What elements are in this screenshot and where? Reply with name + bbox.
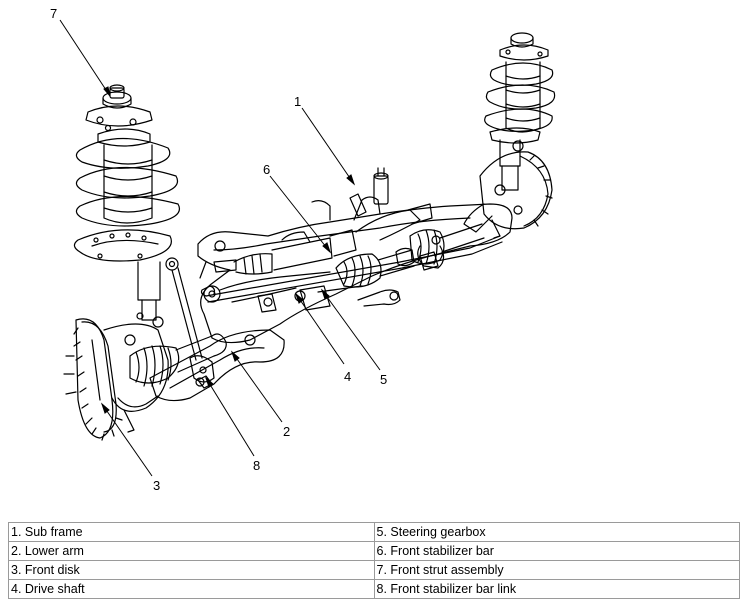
legend-item-front-stabilizer-bar-link: 8. Front stabilizer bar link xyxy=(373,579,740,599)
parts-legend-table: 1. Sub frame 5. Steering gearbox 2. Lowe… xyxy=(8,522,740,599)
legend-row: 3. Front disk 7. Front strut assembly xyxy=(8,560,740,580)
leader-line-3 xyxy=(101,403,153,477)
front-stabilizer-bar xyxy=(200,193,503,313)
left-stabilizer-link xyxy=(171,267,215,383)
leader-arrow-3 xyxy=(100,402,110,414)
left-front-disk xyxy=(63,312,169,441)
legend-row: 1. Sub frame 5. Steering gearbox xyxy=(8,522,740,542)
legend-item-front-strut-assembly: 7. Front strut assembly xyxy=(373,560,740,580)
legend-item-steering-gearbox: 5. Steering gearbox xyxy=(373,522,740,542)
legend-item-front-disk: 3. Front disk xyxy=(8,560,375,580)
callout-3: 3 xyxy=(153,478,160,493)
callout-7: 7 xyxy=(50,6,57,21)
leader-line-8 xyxy=(205,377,255,457)
callout-4: 4 xyxy=(344,369,351,384)
callout-8: 8 xyxy=(253,458,260,473)
legend-row: 2. Lower arm 6. Front stabilizer bar xyxy=(8,541,740,561)
left-strut-assembly xyxy=(73,84,180,321)
leader-arrow-1 xyxy=(346,174,356,186)
callout-1: 1 xyxy=(294,94,301,109)
leader-arrow-2 xyxy=(230,350,240,362)
left-lower-arm xyxy=(149,329,285,402)
legend-row: 4. Drive shaft 8. Front stabilizer bar l… xyxy=(8,579,740,599)
leader-arrow-4 xyxy=(294,292,304,304)
legend-item-front-stabilizer-bar: 6. Front stabilizer bar xyxy=(373,541,740,561)
leader-arrow-7 xyxy=(103,86,111,97)
callout-6: 6 xyxy=(263,162,270,177)
leader-arrow-8 xyxy=(204,376,214,388)
suspension-diagram: 7 1 6 2 8 3 4 5 xyxy=(50,6,556,493)
legend-item-sub-frame: 1. Sub frame xyxy=(8,522,375,542)
leader-line-6 xyxy=(269,175,331,253)
leader-line-4 xyxy=(295,293,345,365)
left-drive-shaft xyxy=(129,333,227,387)
callout-2: 2 xyxy=(283,424,290,439)
leader-line-5 xyxy=(321,289,381,371)
leader-line-1 xyxy=(301,107,355,185)
leader-arrow-5 xyxy=(320,288,330,300)
leader-line-7 xyxy=(59,19,111,97)
leader-arrow-6 xyxy=(322,242,332,254)
callout-5: 5 xyxy=(380,372,387,387)
legend-item-drive-shaft: 4. Drive shaft xyxy=(8,579,375,599)
leader-line-2 xyxy=(231,351,283,423)
legend-item-lower-arm: 2. Lower arm xyxy=(8,541,375,561)
right-strut-assembly xyxy=(484,32,556,191)
